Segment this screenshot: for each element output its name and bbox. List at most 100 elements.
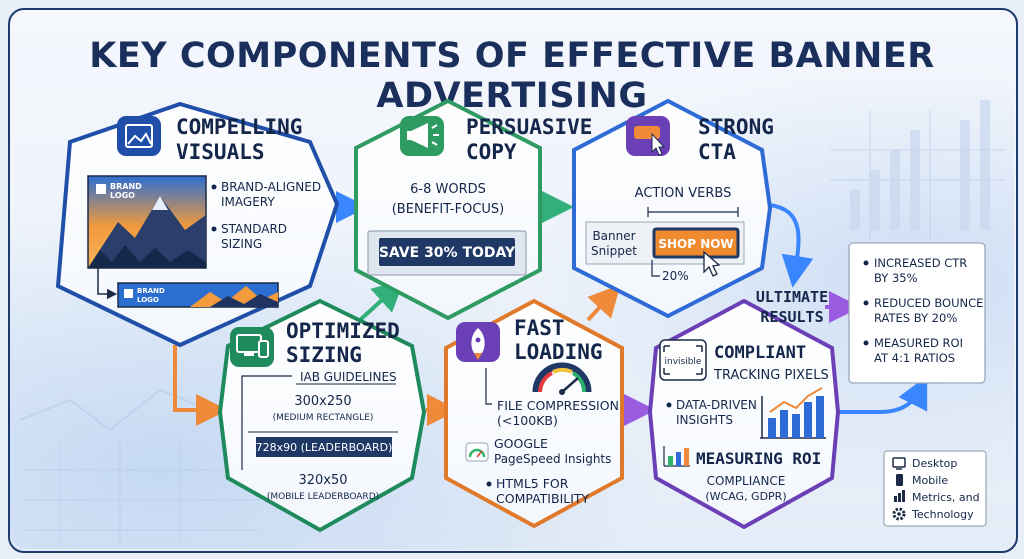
loading-compression-line1: FILE COMPRESSION: [497, 398, 619, 413]
desktop-icon: [892, 457, 906, 468]
pointer-click-icon-button: [634, 126, 660, 139]
loading-google-line2: PageSpeed Insights: [494, 452, 611, 466]
tracking-insights-line1: DATA-DRIVEN: [676, 398, 757, 412]
page-title: KEY COMPONENTS OF EFFECTIVE BANNER ADVER…: [89, 36, 935, 116]
chart-icon-bar: [816, 396, 824, 438]
chart-icon: [894, 496, 897, 502]
banner-trees: [88, 245, 206, 268]
cta-hexagon: STRONG CTA ACTION VERBS Banner Snippet S…: [572, 98, 774, 319]
cta-heading-line2: CTA: [698, 140, 736, 164]
legend-frame: [883, 450, 987, 527]
arrow-cta-to-results: [769, 203, 814, 288]
gauge-yellow-zone: [552, 367, 573, 374]
brand-logo-line1: BRAND: [110, 182, 142, 191]
cta-action-verbs: ACTION VERBS: [635, 186, 732, 201]
leaderboard-logo-line2: LOGO: [137, 296, 159, 304]
bullet-dot: [211, 184, 217, 190]
loading-google-line1: GOOGLE: [494, 436, 548, 451]
image-icon-mountains: [127, 132, 152, 145]
copy-heading-line1: PERSUASIVE: [466, 115, 592, 139]
size-medium-rectangle-name: (MEDIUM RECTANGLE): [273, 413, 374, 423]
insights-bar-chart-icon: [760, 387, 826, 439]
roi-icon-bar: [684, 448, 689, 466]
guidelines-bracket: [241, 375, 292, 470]
bullet-dot: [666, 402, 672, 408]
devices-icon-phone: [258, 340, 269, 358]
compression-leader: [485, 368, 492, 405]
loading-hexagon: FAST LOADING FILE COMPRESSION (<100KB) G…: [444, 298, 624, 529]
brand-logo-mark: [96, 184, 106, 194]
save-button-label: SAVE 30% TODAY: [379, 245, 516, 261]
tracking-heading-line1: COMPLIANT: [714, 343, 806, 363]
visuals-heading-line2: VISUALS: [176, 140, 265, 164]
iab-guidelines-label: IAB GUIDELINES: [300, 370, 397, 384]
bullet-dot: [863, 340, 869, 346]
visuals-heading-line1: COMPELLING: [176, 115, 302, 139]
image-icon-frame: [125, 124, 153, 148]
save-button[interactable]: [379, 238, 515, 266]
chart-icon-bar: [768, 418, 776, 438]
results-box: INCREASED CTR BY 35% REDUCED BOUNCE RATE…: [848, 242, 986, 384]
roi-icon-bar: [676, 452, 681, 466]
loading-heading-line2: LOADING: [514, 340, 603, 364]
visuals-bullet1-line1: BRAND-ALIGNED: [221, 180, 321, 194]
tracking-insights-line2: INSIGHTS: [676, 413, 733, 427]
invisible-pixel-label: invisible: [665, 357, 702, 367]
size-mobile-leaderboard-name: (MOBILE LEADERBOARD): [267, 492, 379, 502]
size-mobile-leaderboard-dim: 320x50: [298, 473, 347, 488]
mobile-icon: [896, 474, 903, 486]
arrow-visuals-to-sizing: [173, 345, 228, 426]
brand-logo-mark: [124, 289, 133, 298]
leaderboard-bar: [256, 437, 392, 457]
size-medium-rectangle-dim: 300x250: [294, 394, 351, 409]
result-roi-line2: AT 4:1 RATIOS: [874, 351, 955, 365]
legend: Desktop Mobile Metrics, and Technology: [883, 450, 987, 527]
gauge-red-zone: [538, 371, 554, 393]
pagespeed-icon-arc: [468, 448, 486, 458]
banner-snowcap: [152, 196, 168, 210]
tracking-hexagon: invisible COMPLIANT TRACKING PIXELS DATA…: [647, 298, 841, 530]
bullet-dot: [863, 260, 869, 266]
megaphone-icon-horn: [411, 123, 428, 148]
leader-arrow: [97, 268, 118, 300]
ultimate-results-line1: ULTIMATE: [756, 288, 828, 306]
chart-icon-bar: [792, 414, 800, 438]
percent-leader: [651, 260, 660, 277]
rocket-icon-window: [475, 337, 481, 343]
megaphone-icon-handle: [407, 131, 412, 140]
speed-gauge-arc: [532, 362, 592, 393]
arrow-loading-to-cta: [586, 284, 621, 322]
connector-arrows: [173, 191, 928, 426]
rocket-icon-flame: [474, 353, 482, 360]
visuals-bullet2-line2: SIZING: [221, 237, 262, 251]
tracking-roi: MEASURING ROI: [696, 449, 821, 468]
cta-heading-line1: STRONG: [698, 115, 774, 139]
loading-heading-line1: FAST: [514, 316, 565, 340]
pointer-click-icon-hand: [651, 132, 666, 156]
gauge-needle: [561, 377, 579, 393]
result-ctr-line1: INCREASED CTR: [874, 256, 967, 270]
result-bounce-line1: REDUCED BOUNCE: [874, 296, 983, 310]
size-leaderboard-dim: 728x90 (LEADERBOARD): [256, 441, 393, 454]
chart-icon-bar: [902, 490, 905, 502]
tracking-heading-line2: TRACKING PIXELS: [713, 368, 829, 383]
legend-technology: Technology: [911, 508, 974, 521]
visuals-hexagon: COMPELLING VISUALS BRAND LOGO BRAND-ALIG…: [55, 101, 340, 348]
brand-logo-line2: LOGO: [110, 191, 135, 200]
tracking-compliance-line1: COMPLIANCE: [707, 474, 786, 488]
arrow-sizing-to-copy: [358, 279, 405, 322]
copy-benefit-focus: (BENEFIT-FOCUS): [392, 202, 505, 217]
banner-snippet-label-line1: Banner: [592, 229, 635, 243]
legend-metrics: Metrics, and: [912, 491, 980, 504]
devices-icon-stand: [244, 353, 254, 356]
result-ctr-line2: BY 35%: [874, 271, 918, 285]
shop-now-button[interactable]: [652, 227, 740, 259]
copy-hexagon: PERSUASIVE COPY 6-8 WORDS (BENEFIT-FOCUS…: [354, 98, 592, 321]
banner-snippet-label-line2: Snippet: [591, 244, 637, 258]
image-icon: [117, 116, 161, 156]
gauge-green-zone: [571, 371, 586, 393]
invisible-pixel-icon: [659, 339, 707, 381]
result-bounce-line2: RATES BY 20%: [874, 311, 957, 325]
roi-chart-icon: [663, 446, 690, 467]
